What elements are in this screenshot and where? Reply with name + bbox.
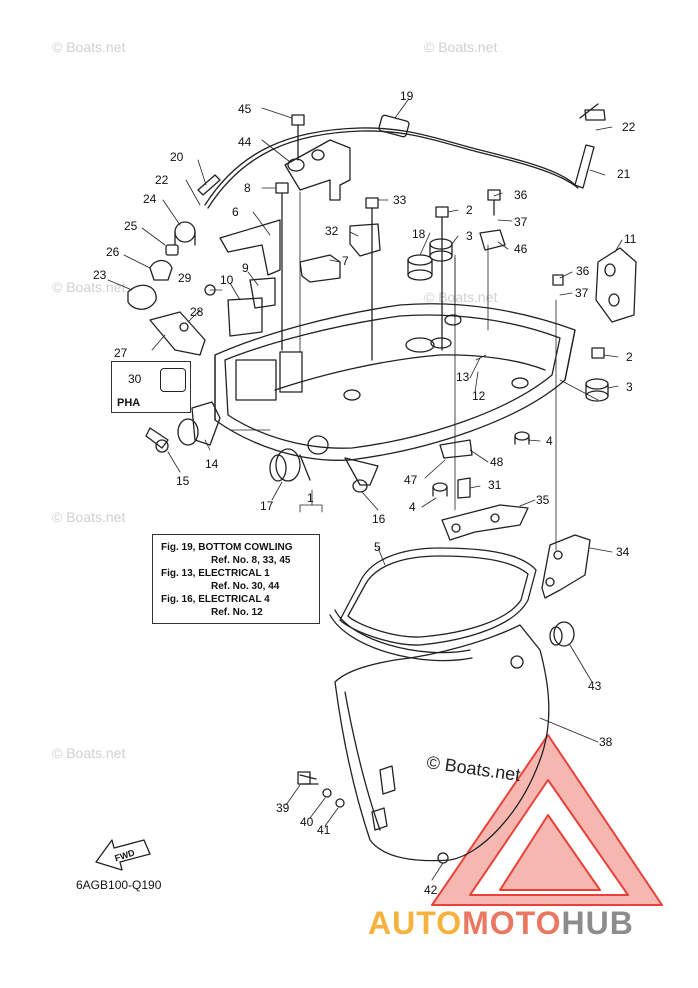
- lower-cowl-cover: [297, 621, 575, 864]
- pha-label: PHA: [117, 397, 141, 409]
- callout-label: 38: [599, 735, 613, 749]
- callout-label: 27: [114, 346, 128, 360]
- callout-label: 36: [576, 264, 590, 278]
- callout-label: 44: [238, 135, 252, 149]
- brand-part: MOTO: [462, 905, 562, 941]
- callout-label: 48: [490, 455, 504, 469]
- callout-label: 37: [575, 286, 589, 300]
- note-line: Ref. No. 8, 33, 45: [211, 555, 291, 566]
- callout-label: 3: [626, 380, 633, 394]
- callout-label: 9: [242, 261, 249, 275]
- callout-label: 26: [106, 245, 120, 259]
- callout-label: 45: [238, 102, 252, 116]
- pha-part-number: 30: [128, 372, 142, 386]
- callout-label: 18: [412, 227, 426, 241]
- watermark-text: © Boats.net: [52, 279, 125, 295]
- diagram-code: 6AGB100-Q190: [76, 878, 162, 892]
- bottom-cowling-frame: [214, 303, 576, 481]
- callout-label: 12: [472, 389, 486, 403]
- callout-label: 43: [588, 679, 602, 693]
- callout-label: 2: [466, 203, 473, 217]
- fwd-arrow-icon: FWD: [95, 839, 151, 871]
- leader-lines: [107, 99, 623, 881]
- callout-label: 46: [514, 242, 528, 256]
- callout-label: 20: [170, 150, 184, 164]
- callout-label: 13: [456, 370, 470, 384]
- callout-label: 2: [626, 350, 633, 364]
- reference-note-box: Fig. 19, BOTTOM COWLING Ref. No. 8, 33, …: [152, 534, 320, 624]
- callout-label: 21: [617, 167, 631, 181]
- callout-label: 14: [205, 457, 219, 471]
- lower-left-parts: [145, 401, 379, 493]
- brand-part: HUB: [561, 905, 634, 941]
- watermark-text: © Boats.net: [424, 289, 497, 305]
- callout-label: 42: [424, 883, 438, 897]
- upper-brackets: [219, 219, 506, 337]
- callout-label: 15: [176, 474, 190, 488]
- callout-label: 4: [546, 434, 553, 448]
- mid-right-parts: [439, 439, 591, 599]
- callout-label: 1: [307, 491, 314, 505]
- callout-label: 22: [155, 173, 169, 187]
- callout-label: 28: [190, 305, 204, 319]
- note-line: Ref. No. 12: [211, 607, 263, 618]
- callout-label: 24: [143, 192, 157, 206]
- callout-label: 29: [178, 271, 192, 285]
- pha-inset-box: 30 PHA: [111, 361, 191, 413]
- watermark-text: © Boats.net: [424, 39, 497, 55]
- note-line: Fig. 13, ELECTRICAL 1: [161, 568, 270, 579]
- callout-label: 39: [276, 801, 290, 815]
- note-line: Fig. 19, BOTTOM COWLING: [161, 542, 293, 553]
- callout-label: 47: [404, 473, 418, 487]
- callout-label: 34: [616, 545, 630, 559]
- callout-label: 32: [325, 224, 339, 238]
- note-line: Fig. 16, ELECTRICAL 4: [161, 594, 270, 605]
- watermark-text: © Boats.net: [52, 39, 125, 55]
- watermark-text: © Boats.net: [52, 745, 125, 761]
- callout-label: 40: [300, 815, 314, 829]
- callout-label: 10: [220, 273, 234, 287]
- right-bracket: [595, 247, 637, 323]
- brand-part: AUTO: [368, 905, 463, 941]
- callout-label: 37: [514, 215, 528, 229]
- callout-label: 3: [466, 229, 473, 243]
- gasket-seal: [329, 547, 537, 662]
- callout-label: 33: [393, 193, 407, 207]
- control-cable: [197, 103, 606, 209]
- guide-lines: [229, 191, 599, 551]
- center-watermark: © Boats.net: [425, 752, 521, 785]
- callout-label: 5: [374, 540, 381, 554]
- logo-triangle: [431, 734, 663, 906]
- note-line: Ref. No. 30, 44: [211, 581, 280, 592]
- callout-label: 16: [372, 512, 386, 526]
- connector-icon: [160, 368, 186, 392]
- cable-bracket: [284, 139, 351, 201]
- callout-label: 31: [488, 478, 502, 492]
- callout-label: 41: [317, 823, 331, 837]
- callout-label: 6: [232, 205, 239, 219]
- watermark-text: © Boats.net: [52, 509, 125, 525]
- callout-label: 17: [260, 499, 274, 513]
- callout-label: 11: [624, 232, 637, 246]
- callout-label: 25: [124, 219, 138, 233]
- callout-label: 36: [514, 188, 528, 202]
- callout-label: 23: [93, 268, 107, 282]
- callout-labels: 1 2 2 3 3 4 4 5 6 7 8 9 10 11 12 13 14 1…: [93, 89, 637, 897]
- callout-label: 8: [244, 181, 251, 195]
- callout-label: 19: [400, 89, 414, 103]
- callout-label: 22: [622, 120, 636, 134]
- left-small-parts: [127, 221, 216, 356]
- callout-label: 35: [536, 493, 550, 507]
- brand-logo: AUTOMOTOHUB: [368, 905, 634, 942]
- callout-label: 7: [342, 254, 349, 268]
- callout-label: 4: [409, 500, 416, 514]
